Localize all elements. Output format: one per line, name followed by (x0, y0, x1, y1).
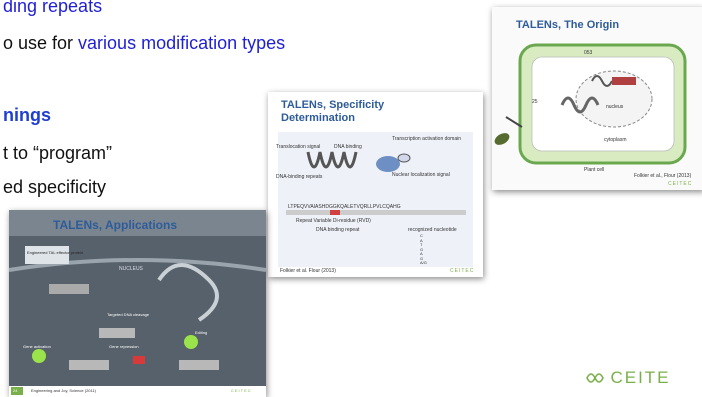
label-nucleus: NUCLEUS (119, 266, 143, 272)
footer-logo-text: CEITE (610, 368, 671, 387)
nucleotide: T (420, 242, 423, 247)
slide-thumbnail-specificity[interactable]: TALENs, Specificity Determination Transl… (268, 92, 483, 277)
slide-thumbnail-applications[interactable]: TALENs, Applications Engineered TAL effe… (9, 210, 266, 397)
nucleotide: A (420, 237, 423, 243)
bullet-prefix: o use for (3, 33, 79, 53)
slide-title-line1: TALENs, Specificity (281, 99, 385, 111)
label-gene-activation: Gene activation (23, 344, 51, 349)
label-nucleus: nucleus (606, 104, 624, 110)
label-gene-repression: Gene repression (109, 344, 139, 349)
slide-citation: Folkier et al. Flour (2013) (280, 268, 336, 274)
label-engineered-protein: Engineered TAL effector protein (27, 250, 84, 255)
section-heading: nings (3, 105, 51, 125)
label-plant-cell: Plant cell (584, 167, 605, 173)
footer-logo: CEITE (584, 368, 671, 390)
bullet-text-modification: o use for various modification types (3, 33, 285, 54)
label-repeats: DNA-binding repeats (276, 174, 323, 180)
bullet-text-repeats: ding repeats (3, 0, 103, 16)
repeat-sequence: LTPEQVVAIASHDGGKQALETVQRLLPVLCQAHG (288, 204, 401, 210)
label-translocation: Translocation signal (276, 144, 321, 150)
slide-title: TALENs, Applications (53, 218, 178, 232)
label-nuclear: Nuclear localization signal (392, 172, 450, 178)
rvd-label: Repeat Variable Di-residue (RVD) (296, 218, 371, 224)
applications-diagram (9, 236, 266, 397)
nucleotide: A/G (420, 260, 427, 265)
slide-citation: Engineering and Joy, Science (2011) (31, 388, 97, 393)
label-053: 053 (584, 50, 593, 56)
ceitec-logo: CEITEC (668, 181, 693, 187)
tale-protein-diagram (278, 132, 473, 267)
label-editing: Editing (195, 330, 208, 335)
slide-title-line2: Determination (281, 112, 355, 124)
slide-thumbnail-origin[interactable]: TALENs, The Origin 053 25 nucleus cytopl… (492, 7, 702, 190)
label-cytoplasm: cytoplasm (604, 137, 627, 143)
bullet-text-specificity: ed specificity (3, 177, 107, 197)
plant-cell-diagram (494, 43, 687, 165)
nucleotide: G (420, 255, 424, 261)
ceitec-logo: CEITEC (231, 388, 252, 393)
page-number: 24 (13, 388, 18, 393)
slide-title: TALENs, The Origin (516, 19, 620, 31)
nucleotide: G (420, 246, 424, 252)
nucleotide: C (420, 233, 423, 238)
bullet-text-program: t to “program” (3, 143, 113, 163)
col-nucleotide-header: recognized nucleotide (408, 227, 457, 233)
ceitec-logo: CEITEC (450, 268, 475, 274)
ceitec-knot-icon (586, 373, 604, 383)
label-25: 25 (532, 99, 538, 105)
nucleotide-column: C A T G A G A/G (420, 233, 427, 266)
label-dna-binding: DNA binding (334, 144, 362, 150)
slide-citation: Folkier et al., Flour (2013) (634, 173, 692, 179)
label-activation: Transcription activation domain (392, 136, 462, 142)
label-cleavage: Targeted DNA cleavage (107, 312, 150, 317)
nucleotide: A (420, 251, 423, 256)
col-repeat-header: DNA binding repeat (316, 227, 360, 233)
bullet-highlight: various modification types (78, 33, 286, 53)
